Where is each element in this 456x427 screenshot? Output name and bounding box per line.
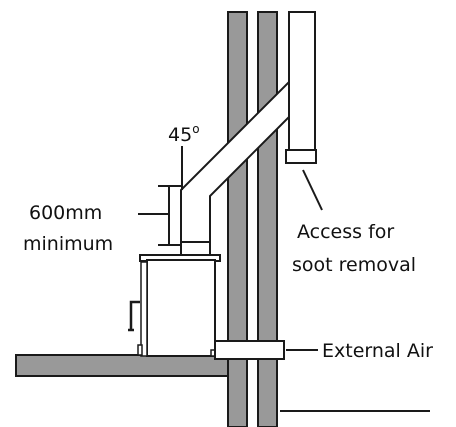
stove-door-handle xyxy=(128,300,140,332)
access-label-line2: soot removal xyxy=(292,254,416,276)
external-air-label: External Air xyxy=(322,340,433,362)
stove-collar xyxy=(180,241,211,257)
angle-label: 45o xyxy=(168,122,200,146)
flue-vertical-pipe xyxy=(288,11,316,153)
stove-body xyxy=(146,259,216,357)
min-height-word-label: minimum xyxy=(23,233,113,255)
stove-hinge xyxy=(137,344,143,356)
soot-access-cap xyxy=(285,149,317,164)
hearth-slab xyxy=(15,354,229,377)
wall-left xyxy=(227,11,248,427)
wall-right xyxy=(257,11,278,427)
stove-door-edge xyxy=(140,261,148,357)
external-air-duct xyxy=(214,340,285,360)
access-label-line1: Access for xyxy=(297,221,394,243)
min-height-value-label: 600mm xyxy=(29,202,102,224)
soot-access-leader xyxy=(302,169,323,211)
